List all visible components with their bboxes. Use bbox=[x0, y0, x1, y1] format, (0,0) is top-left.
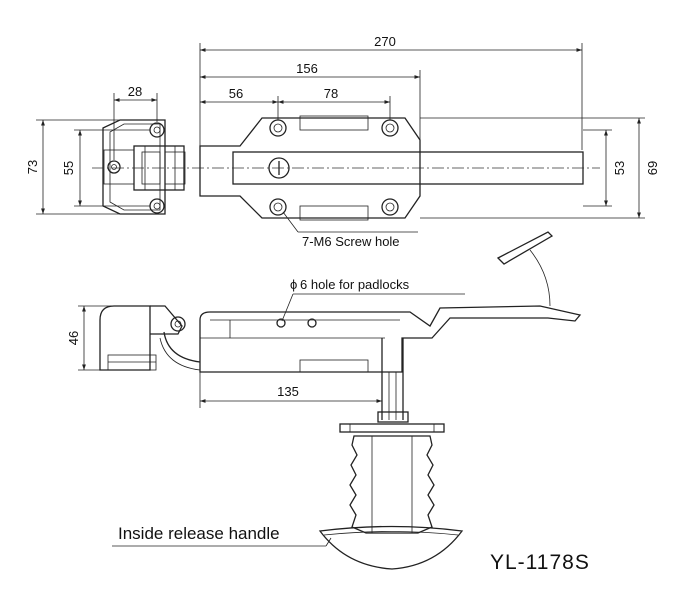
svg-text:7-M6 Screw hole: 7-M6 Screw hole bbox=[302, 234, 400, 249]
dimension-body-length: 156 bbox=[200, 61, 421, 140]
inside-release-handle bbox=[112, 338, 464, 570]
svg-text:55: 55 bbox=[61, 161, 76, 175]
inside-release-handle-label: Inside release handle bbox=[118, 524, 280, 543]
svg-text:73: 73 bbox=[25, 160, 40, 174]
svg-text:156: 156 bbox=[296, 61, 318, 76]
dimension-hole-positions: 56 78 bbox=[200, 86, 391, 120]
padlock-hole-callout: ϕ 6 hole for padlocks bbox=[281, 277, 465, 322]
model-number: YL-1178S bbox=[490, 551, 590, 574]
screw-hole-callout: 7-M6 Screw hole bbox=[282, 211, 418, 249]
keeper-side bbox=[99, 305, 201, 371]
dimension-keeper-heights: 73 55 bbox=[25, 119, 150, 215]
latch-body-side bbox=[199, 305, 582, 373]
dimension-side-height: 46 bbox=[66, 305, 112, 371]
dimension-body-heights: 53 69 bbox=[420, 117, 660, 219]
phi-symbol: ϕ bbox=[290, 277, 297, 292]
svg-text:270: 270 bbox=[374, 34, 396, 49]
svg-text:28: 28 bbox=[128, 84, 142, 99]
svg-text:46: 46 bbox=[66, 331, 81, 345]
dimension-overall-length: 270 bbox=[199, 34, 583, 150]
side-view: 46 135 ϕ 6 hole for padlocks bbox=[66, 231, 582, 570]
svg-text:69: 69 bbox=[645, 161, 660, 175]
dimension-side-length: 135 bbox=[199, 372, 383, 408]
keeper-top bbox=[102, 119, 186, 215]
handle-lever bbox=[496, 231, 554, 307]
dimension-keeper-width: 28 bbox=[113, 84, 158, 160]
top-view: 270 156 56 78 28 73 bbox=[25, 34, 660, 249]
svg-text:53: 53 bbox=[612, 161, 627, 175]
svg-text:135: 135 bbox=[277, 384, 299, 399]
svg-text:56: 56 bbox=[229, 86, 243, 101]
svg-text:6 hole for padlocks: 6 hole for padlocks bbox=[300, 277, 410, 292]
svg-text:78: 78 bbox=[324, 86, 338, 101]
